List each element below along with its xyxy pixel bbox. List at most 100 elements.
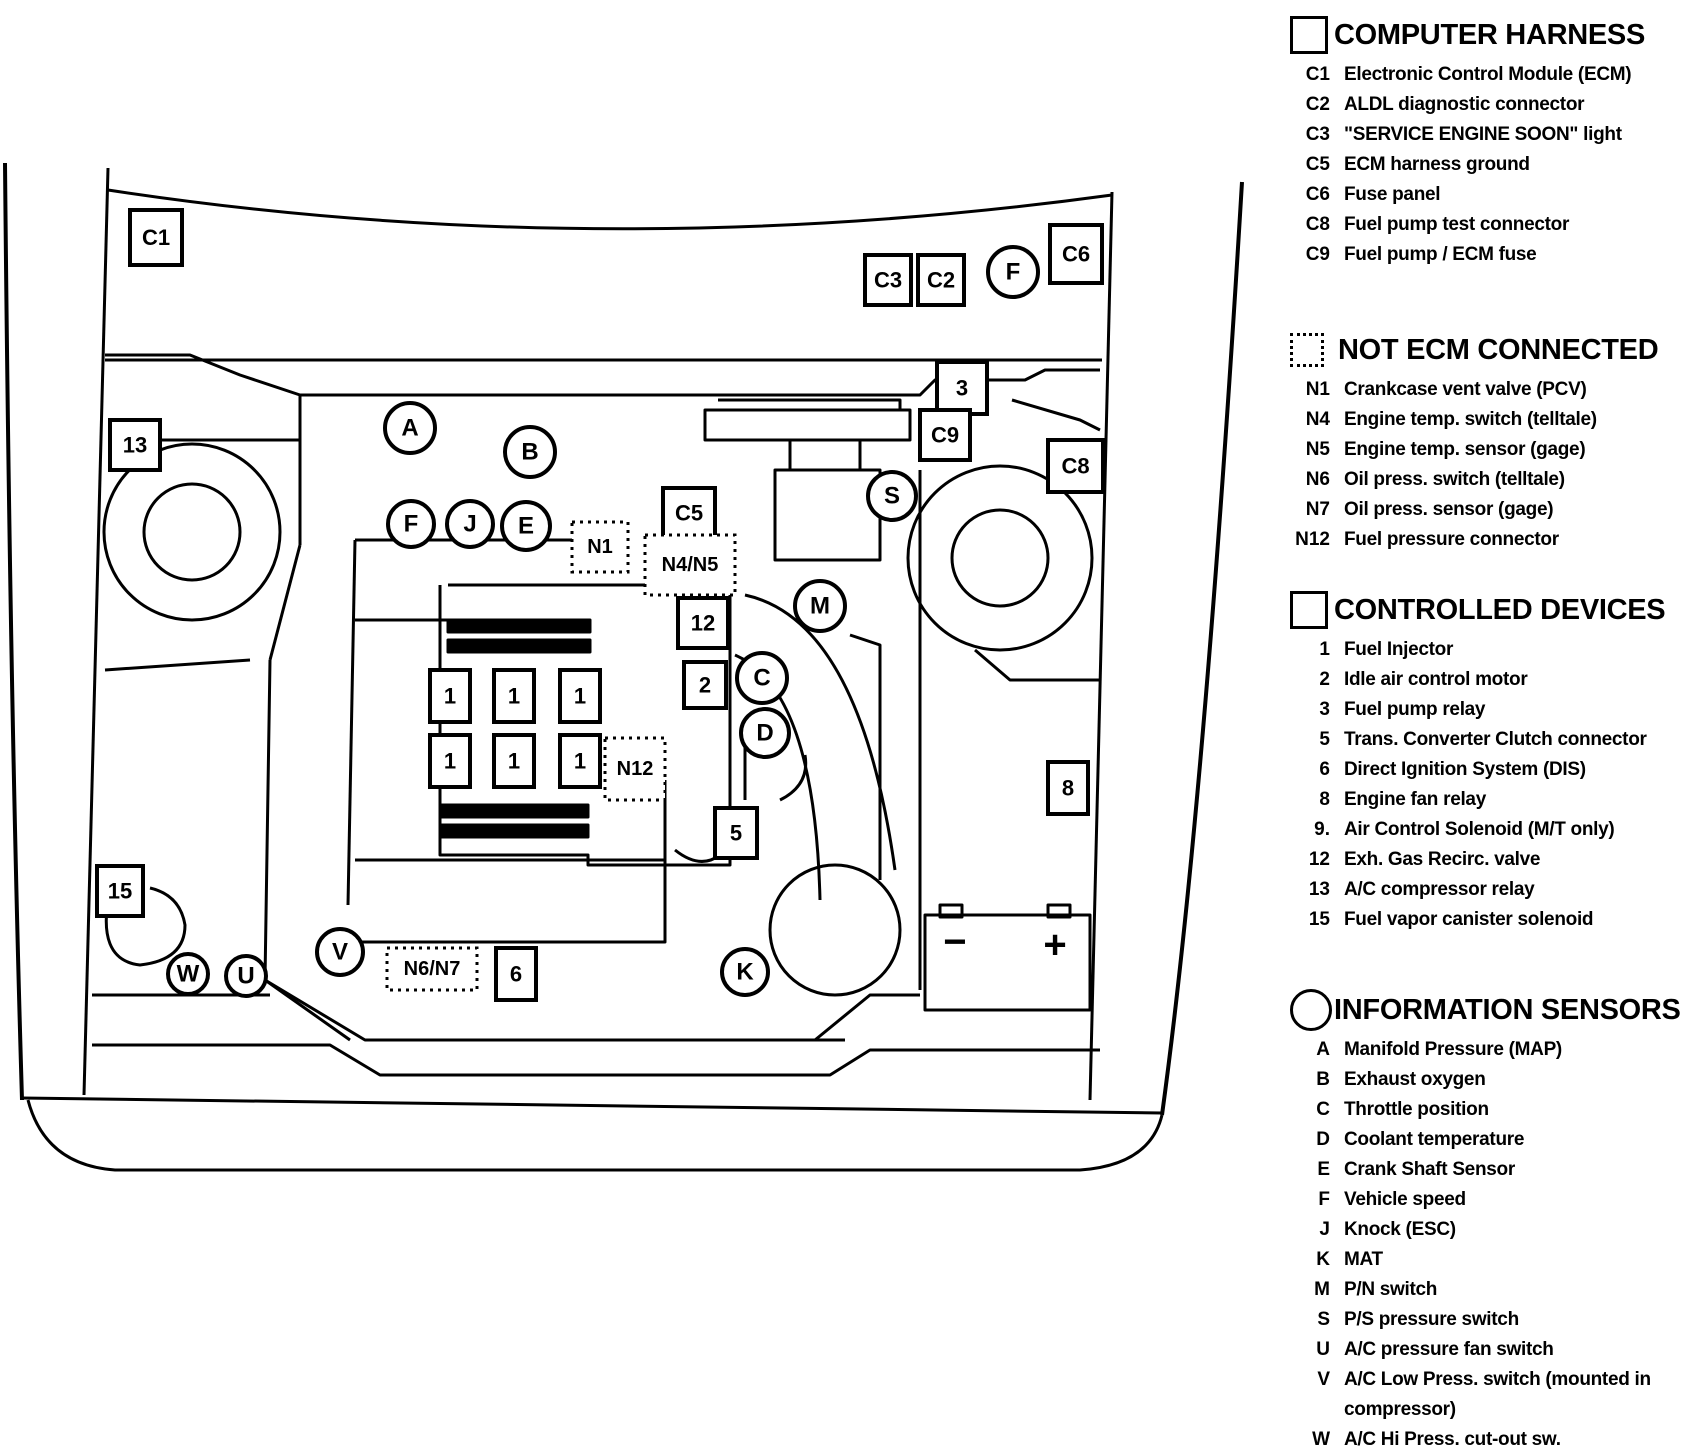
- component-box-inj3: 1: [558, 668, 602, 724]
- sensor-circle-label: A: [401, 415, 418, 442]
- sensor-circle-label: W: [177, 961, 200, 988]
- component-box-inj2: 1: [492, 668, 536, 724]
- legend-item: C9 Fuel pump / ECM fuse: [1290, 240, 1645, 270]
- component-box-label: C9: [931, 423, 959, 448]
- component-box-label: C5: [675, 501, 703, 526]
- legend-text: A/C Low Press. switch (mounted in compre…: [1344, 1369, 1651, 1420]
- component-box-label: 1: [508, 749, 520, 774]
- legend-code: 3: [1319, 699, 1330, 720]
- not-ecm-box-label: N4/N5: [662, 554, 719, 576]
- not-ecm-box-n4n5: N4/N5: [643, 533, 737, 597]
- legend-code: C: [1316, 1099, 1330, 1120]
- component-box-label: 6: [510, 962, 522, 987]
- component-box-c6: C6: [1048, 223, 1104, 285]
- legend-code: 15: [1308, 909, 1330, 930]
- sensor-circle-w: W: [166, 952, 210, 996]
- sensor-circle-f2: F: [986, 245, 1040, 299]
- not-ecm-box-label: N6/N7: [404, 958, 461, 980]
- component-box-12: 12: [676, 596, 730, 650]
- legend-text: Crankcase vent valve (PCV): [1344, 379, 1587, 400]
- sensor-circle-e: E: [500, 500, 552, 552]
- component-box-label: 1: [444, 749, 456, 774]
- sensor-circle-label: C: [753, 665, 770, 692]
- legend-text: Fuel vapor canister solenoid: [1344, 909, 1594, 930]
- component-box-label: 1: [444, 684, 456, 709]
- sensor-circle-label: U: [237, 963, 254, 990]
- legend-text: Crank Shaft Sensor: [1344, 1159, 1515, 1180]
- component-box-c2: C2: [916, 253, 966, 307]
- sensor-circle-f1: F: [386, 499, 436, 549]
- legend-text: Oil press. switch (telltale): [1344, 469, 1565, 490]
- legend-text: Trans. Converter Clutch connector: [1344, 729, 1647, 750]
- component-box-label: 1: [574, 749, 586, 774]
- component-box-label: C2: [927, 268, 955, 293]
- component-box-13: 13: [108, 418, 162, 472]
- legend-text: P/S pressure switch: [1344, 1309, 1519, 1330]
- legend-text: Knock (ESC): [1344, 1219, 1456, 1240]
- sensor-circle-label: K: [736, 959, 754, 986]
- not-ecm-box-label: N12: [617, 758, 654, 780]
- legend-code: F: [1318, 1189, 1330, 1210]
- legend-text: Fuel pump relay: [1344, 699, 1486, 720]
- component-box-c1: C1: [128, 208, 184, 267]
- component-box-label: 5: [730, 821, 742, 846]
- component-box-6: 6: [494, 946, 538, 1002]
- box-symbol-icon: [1290, 16, 1328, 54]
- legend-code: N4: [1305, 409, 1330, 430]
- component-box-3: 3: [935, 360, 989, 416]
- legend-text: Fuel pump test connector: [1344, 214, 1570, 235]
- component-box-label: C1: [142, 225, 170, 250]
- legend-text: MAT: [1344, 1249, 1383, 1270]
- sensor-circle-label: F: [404, 511, 419, 538]
- legend-text: Electronic Control Module (ECM): [1344, 64, 1632, 85]
- legend-code: N7: [1305, 499, 1330, 520]
- legend-text: A/C compressor relay: [1344, 879, 1535, 900]
- component-box-8: 8: [1046, 760, 1090, 816]
- legend-code: V: [1317, 1369, 1330, 1390]
- legend-code: C3: [1305, 124, 1330, 145]
- sensor-circle-d: D: [739, 707, 791, 759]
- legend-text: Throttle position: [1344, 1099, 1489, 1120]
- legend-text: A/C Hi Press. cut-out sw.: [1344, 1429, 1561, 1450]
- sensor-circle-label: S: [884, 483, 900, 510]
- legend-code: M: [1314, 1279, 1330, 1300]
- sensor-circle-c: C: [735, 651, 789, 705]
- legend-code: U: [1316, 1339, 1330, 1360]
- legend-item: 3 Fuel pump relay: [1290, 695, 1665, 725]
- legend-text: Fuel pump / ECM fuse: [1344, 244, 1537, 265]
- legend-item: C1 Electronic Control Module (ECM): [1290, 60, 1645, 90]
- component-box-inj6: 1: [558, 733, 602, 789]
- legend-code: 12: [1308, 849, 1330, 870]
- legend-code: C5: [1305, 154, 1330, 175]
- sensor-circle-label: D: [756, 720, 773, 747]
- left-tower: [102, 438, 300, 622]
- sensor-circle-j: J: [445, 499, 495, 549]
- legend-item: S P/S pressure switch: [1290, 1305, 1684, 1335]
- legend-code: D: [1316, 1129, 1330, 1150]
- sensor-circle-u: U: [224, 954, 268, 998]
- legend-code: C9: [1305, 244, 1330, 265]
- not-ecm-box-label: N1: [587, 536, 613, 558]
- sensor-circle-label: F: [1006, 259, 1021, 286]
- sensor-circle-s: S: [866, 470, 918, 522]
- component-box-label: C3: [874, 268, 902, 293]
- legend-text: ALDL diagnostic connector: [1344, 94, 1585, 115]
- legend-code: S: [1317, 1309, 1330, 1330]
- legend-code: A: [1316, 1039, 1330, 1060]
- legend-code: C1: [1305, 64, 1330, 85]
- legend-text: Fuel Injector: [1344, 639, 1454, 660]
- legend-text: A/C pressure fan switch: [1344, 1339, 1554, 1360]
